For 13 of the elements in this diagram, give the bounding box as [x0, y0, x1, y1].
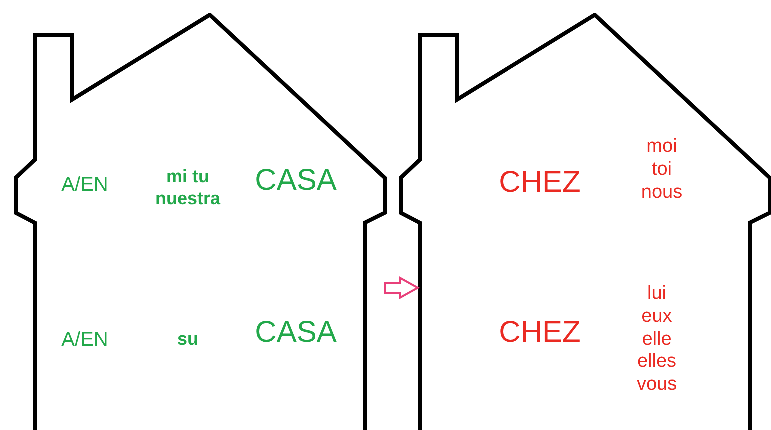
preposition-text: CHEZ	[499, 315, 581, 351]
possessive-text: su	[178, 329, 198, 351]
preposition-text: A/EN	[62, 173, 108, 197]
house-outline	[399, 13, 771, 430]
block-arrow	[384, 276, 420, 300]
noun-text: CASA	[255, 163, 337, 199]
preposition-text: A/EN	[62, 328, 108, 352]
noun-text: CASA	[255, 315, 337, 351]
pronoun-list: moi toi nous	[641, 136, 683, 204]
house-outline	[14, 13, 388, 430]
pronoun-list: lui eux elle elles vous	[636, 283, 678, 397]
possessive-list: mi tu nuestra	[155, 166, 221, 210]
preposition-text: CHEZ	[499, 165, 581, 201]
